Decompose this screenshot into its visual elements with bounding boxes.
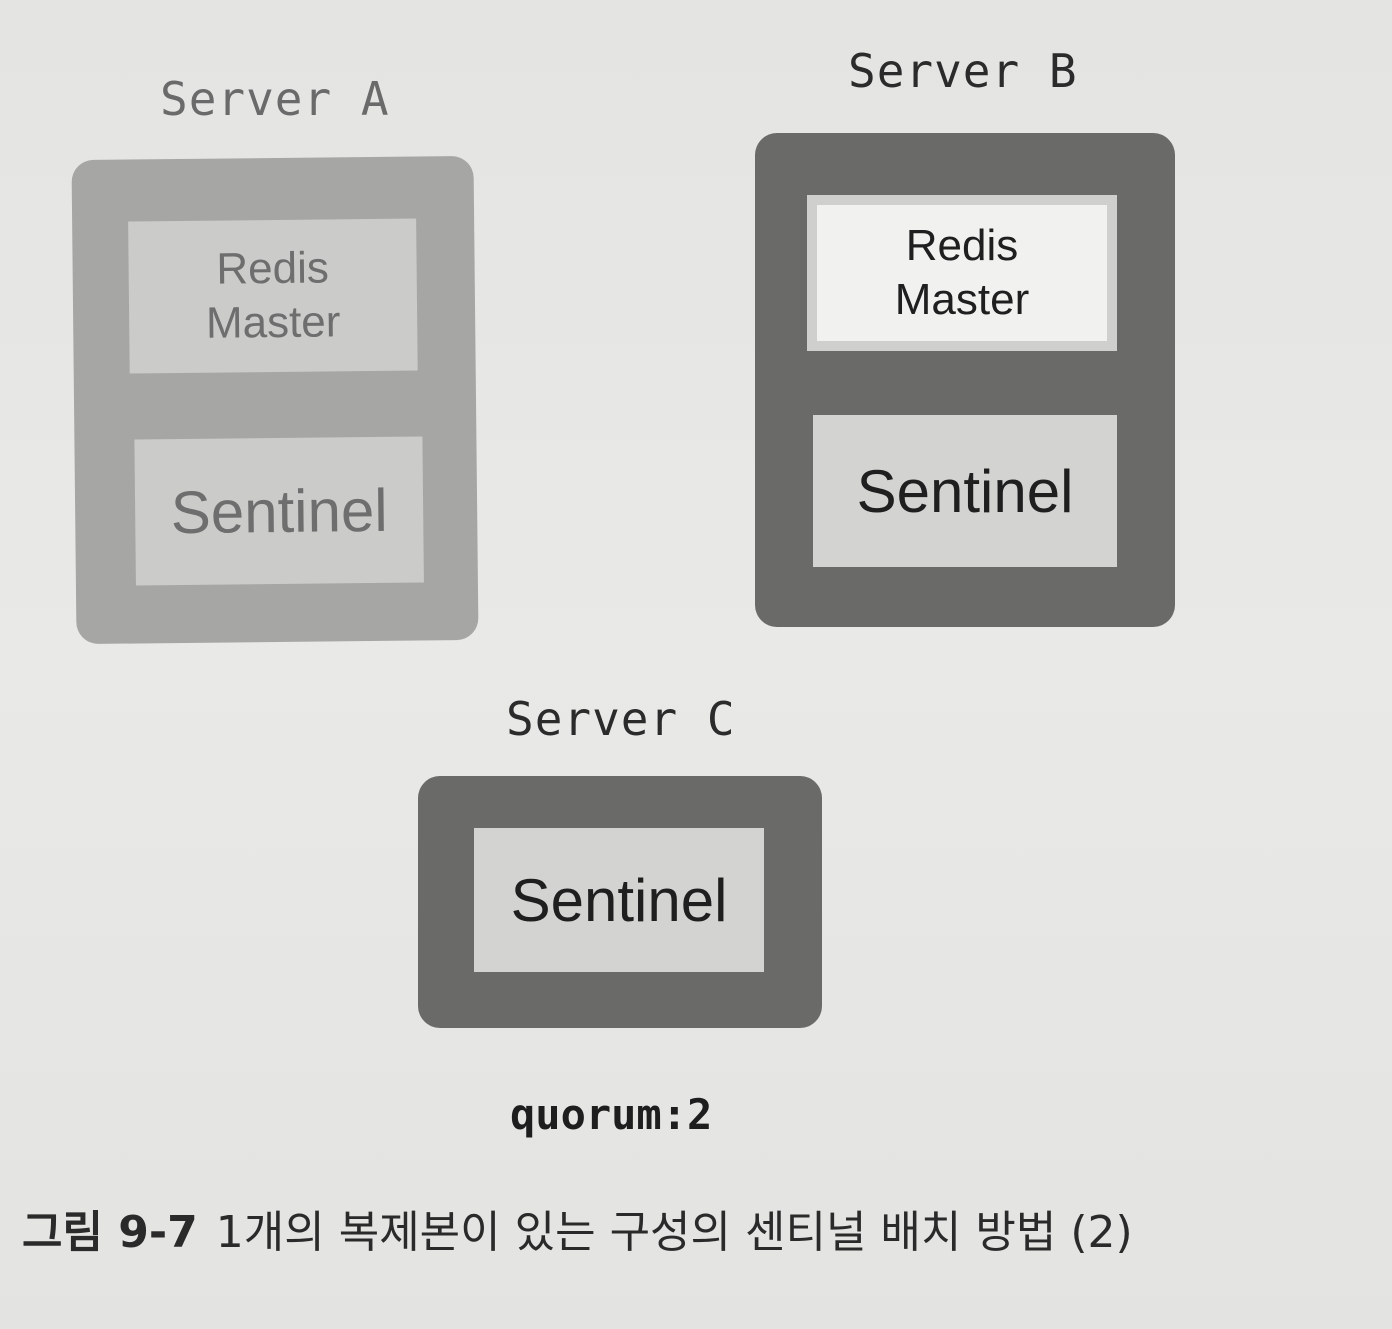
server-c-label: Server C <box>506 692 736 746</box>
server-b-redis-master-label: Redis Master <box>894 221 1030 324</box>
server-b-box: Redis Master Sentinel <box>755 133 1175 627</box>
server-a-sentinel-label: Sentinel <box>170 476 388 546</box>
server-c-box: Sentinel <box>418 776 822 1028</box>
server-a-redis-master: Redis Master <box>128 218 418 374</box>
figure-number: 그림 9-7 <box>22 1207 198 1258</box>
figure-caption-text: 1개의 복제본이 있는 구성의 센티널 배치 방법 (2) <box>215 1207 1133 1258</box>
server-c-sentinel: Sentinel <box>474 828 764 972</box>
quorum-label: quorum:2 <box>510 1090 713 1139</box>
server-a-box: Redis Master Sentinel <box>71 155 479 645</box>
figure-caption: 그림 9-7 1개의 복제본이 있는 구성의 센티널 배치 방법 (2) <box>22 1196 1133 1260</box>
server-c-sentinel-label: Sentinel <box>510 866 728 934</box>
server-a-label: Server A <box>160 72 390 126</box>
server-a-redis-master-label: Redis Master <box>205 243 341 348</box>
server-b-label: Server B <box>848 44 1078 98</box>
server-b-sentinel-label: Sentinel <box>856 457 1074 525</box>
server-b-redis-master: Redis Master <box>807 195 1117 351</box>
server-a-sentinel: Sentinel <box>134 436 424 586</box>
server-b-sentinel: Sentinel <box>813 415 1117 567</box>
